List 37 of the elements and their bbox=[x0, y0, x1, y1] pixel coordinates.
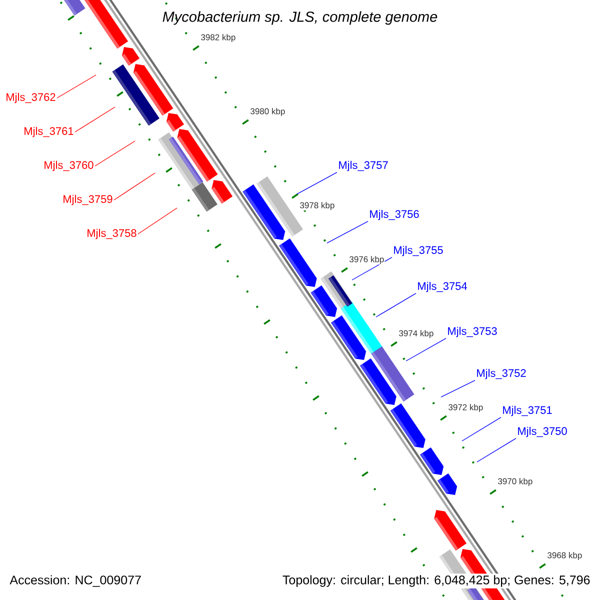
gene-label: Mjls_3757 bbox=[339, 160, 388, 172]
leader-line bbox=[56, 74, 96, 98]
tick-label: 3976 kbp bbox=[348, 256, 385, 264]
tick-label: 3980 kbp bbox=[250, 108, 286, 116]
leader-line bbox=[296, 172, 338, 194]
gene-label: Mjls_3754 bbox=[418, 282, 467, 292]
leader-line bbox=[138, 208, 178, 234]
leader-line bbox=[352, 256, 392, 280]
gene-label: Mjls_3751 bbox=[503, 406, 552, 416]
leader-line bbox=[406, 338, 446, 362]
gene-label: Mjls_3753 bbox=[448, 326, 497, 338]
gene-label: Mjls_3761 bbox=[24, 126, 74, 138]
tick-label: 3970 kbp bbox=[497, 478, 534, 486]
gene-label: Mjls_3758 bbox=[88, 228, 136, 240]
footer-text: Topology: circular; Length: 6,048,425 bp; Genes: 5,796 bbox=[280, 574, 592, 588]
gene-label: Mjls_3752 bbox=[477, 368, 526, 380]
tick-label: 3968 kbp bbox=[546, 552, 583, 560]
tick-label: 3982 kbp bbox=[200, 34, 236, 42]
leader-line bbox=[440, 380, 476, 398]
leader-line bbox=[94, 140, 136, 166]
gene-label: Mjls_3760 bbox=[44, 160, 94, 172]
gene-label: Mjls_3755 bbox=[394, 246, 443, 256]
gene-label: Mjls_3750 bbox=[518, 426, 567, 438]
footer-text: Accession: NC_009077 bbox=[8, 574, 143, 588]
title: Mycobacterium sp. JLS, complete genome bbox=[162, 11, 438, 25]
gene-label: Mjls_3759 bbox=[64, 194, 112, 206]
gene-label: Mjls_3762 bbox=[6, 92, 56, 104]
gene-label: Mjls_3756 bbox=[370, 210, 419, 220]
leader-line bbox=[462, 416, 502, 442]
tick-label: 3974 kbp bbox=[398, 330, 434, 338]
tick-label: 3972 kbp bbox=[448, 404, 484, 412]
leader-line bbox=[114, 172, 156, 200]
leader-line bbox=[476, 438, 516, 462]
leader-line bbox=[326, 220, 368, 244]
leader-line bbox=[376, 292, 416, 318]
leader-line bbox=[74, 106, 116, 132]
tick-label: 3978 kbp bbox=[299, 202, 336, 210]
